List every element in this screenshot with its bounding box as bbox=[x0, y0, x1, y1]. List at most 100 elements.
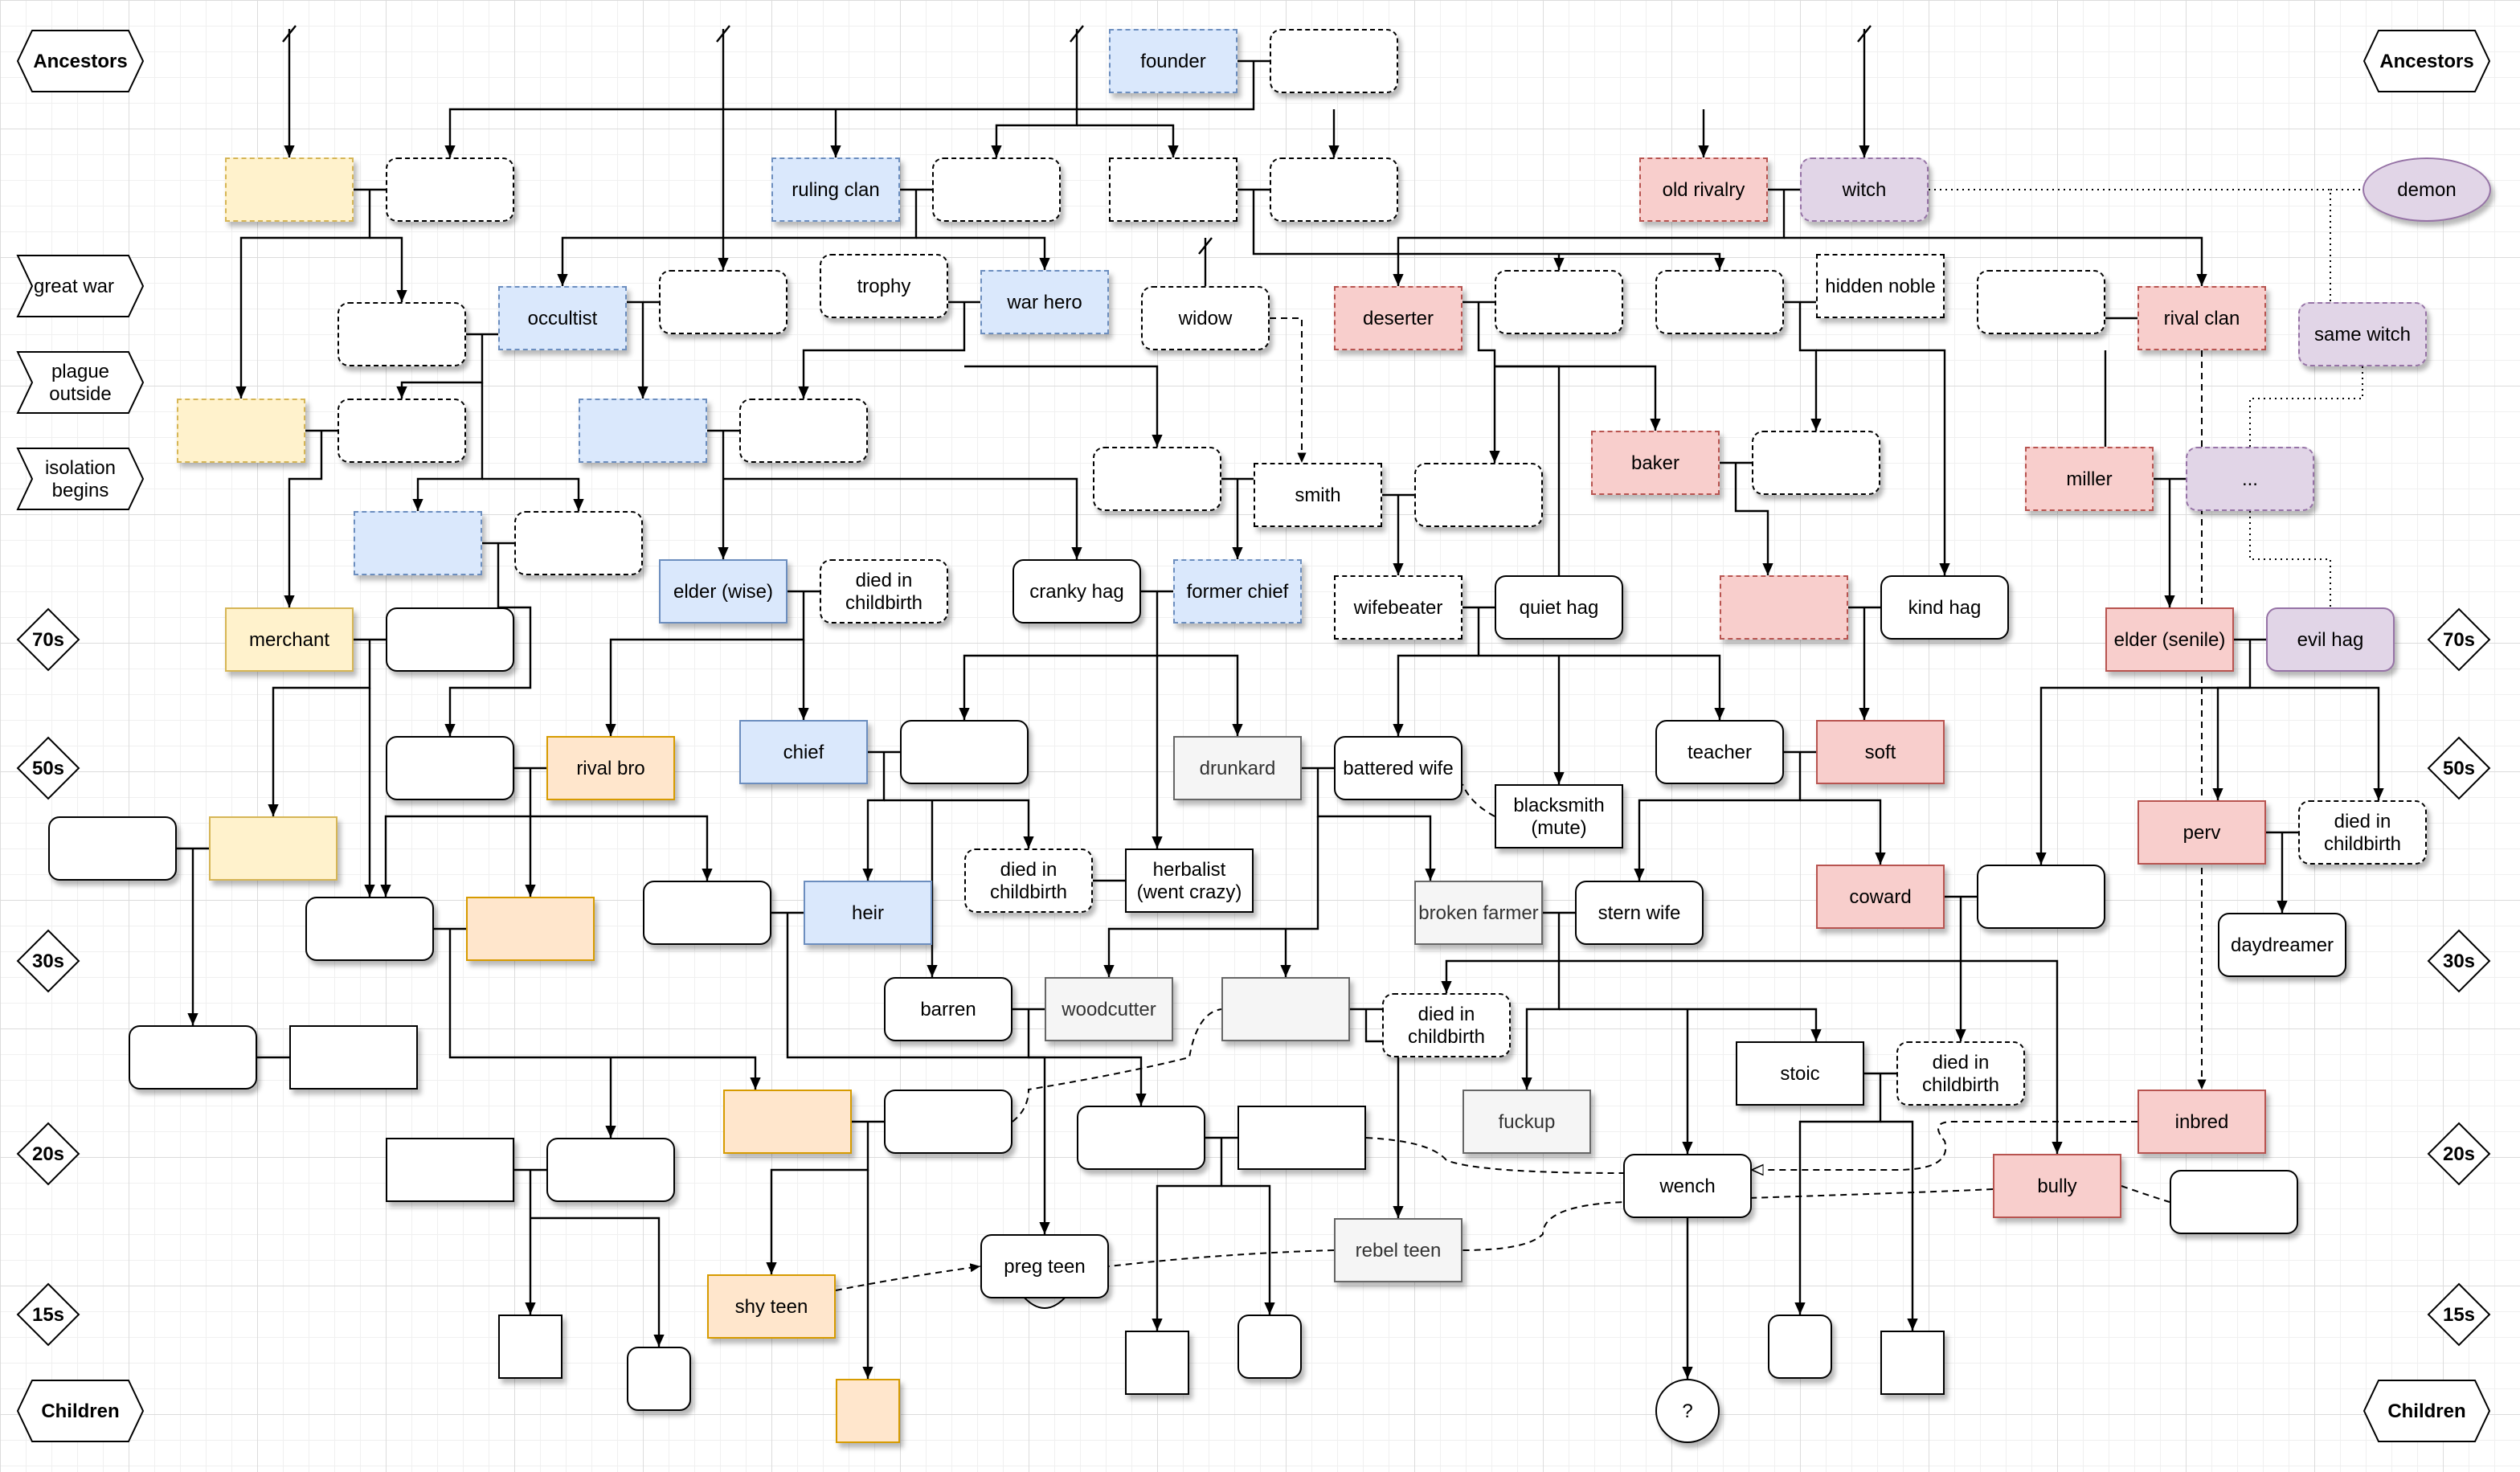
node-baker[interactable]: baker bbox=[1591, 431, 1720, 495]
node-stern-wife[interactable]: stern wife bbox=[1575, 881, 1704, 945]
node-died-childbirth-4[interactable]: died in childbirth bbox=[1382, 993, 1511, 1057]
node-spouse-6[interactable] bbox=[1495, 270, 1623, 334]
node-kind-hag[interactable]: kind hag bbox=[1880, 575, 2009, 640]
node-spouse-25[interactable] bbox=[2170, 1170, 2298, 1234]
node-smith[interactable]: smith bbox=[1254, 463, 1382, 527]
node-died-childbirth-1[interactable]: died in childbirth bbox=[820, 559, 948, 624]
node-deserter[interactable]: deserter bbox=[1334, 286, 1462, 350]
node-soft[interactable]: soft bbox=[1816, 720, 1945, 784]
node-bully[interactable]: bully bbox=[1993, 1154, 2121, 1218]
node-elder-wise[interactable]: elder (wise) bbox=[659, 559, 788, 624]
node-woodcutter[interactable]: woodcutter bbox=[1045, 977, 1173, 1041]
node-died-childbirth-2[interactable]: died in childbirth bbox=[2298, 800, 2427, 865]
node-sibling-4[interactable] bbox=[1238, 1106, 1366, 1170]
node-rival-clan[interactable]: rival clan bbox=[2138, 286, 2266, 350]
node-sibling-5[interactable] bbox=[386, 1138, 514, 1202]
node-rival-bro[interactable]: rival bro bbox=[546, 736, 675, 800]
node-elder-senile[interactable]: elder (senile) bbox=[2105, 607, 2234, 672]
node-merchant[interactable]: merchant bbox=[225, 607, 354, 672]
node-blacksmith[interactable]: blacksmith (mute) bbox=[1495, 784, 1623, 848]
node-orange-3[interactable] bbox=[723, 1090, 852, 1154]
node-spouse-23[interactable] bbox=[1077, 1106, 1205, 1170]
node-stoic[interactable]: stoic bbox=[1736, 1041, 1864, 1106]
node-chief[interactable]: chief bbox=[739, 720, 868, 784]
node-occultist[interactable]: occultist bbox=[498, 286, 627, 350]
node-cranky-hag[interactable]: cranky hag bbox=[1012, 559, 1141, 624]
node-yellow-2[interactable] bbox=[177, 399, 305, 463]
node-died-childbirth-5[interactable]: died in childbirth bbox=[1896, 1041, 2025, 1106]
node-spouse-18[interactable] bbox=[1977, 865, 2105, 929]
node-spouse-14[interactable] bbox=[386, 607, 514, 672]
node-sibling-1[interactable] bbox=[1109, 157, 1238, 222]
node-herbalist[interactable]: herbalist (went crazy) bbox=[1125, 848, 1254, 913]
node-spouse-1[interactable] bbox=[386, 157, 514, 222]
node-child-2[interactable] bbox=[627, 1347, 691, 1411]
node-former-chief[interactable]: former chief bbox=[1173, 559, 1302, 624]
node-wench[interactable]: wench bbox=[1623, 1154, 1752, 1218]
node-spouse-7[interactable] bbox=[1977, 270, 2105, 334]
node-preg-teen[interactable]: preg teen bbox=[980, 1234, 1109, 1298]
node-widow[interactable]: widow bbox=[1141, 286, 1270, 350]
node-spouse-16[interactable] bbox=[900, 720, 1029, 784]
node-sibling-2[interactable] bbox=[1655, 270, 1784, 334]
node-barren[interactable]: barren bbox=[884, 977, 1012, 1041]
node-yellow-ancestor[interactable] bbox=[225, 157, 354, 222]
node-spouse-2[interactable] bbox=[932, 157, 1061, 222]
node-red-4[interactable] bbox=[1720, 575, 1848, 640]
node-blue-2[interactable] bbox=[579, 399, 707, 463]
node-heir[interactable]: heir bbox=[804, 881, 932, 945]
node-sibling-3[interactable] bbox=[289, 1025, 418, 1090]
node-demon[interactable]: demon bbox=[2362, 157, 2491, 222]
node-spouse-20[interactable] bbox=[643, 881, 771, 945]
node-war-hero[interactable]: war hero bbox=[980, 270, 1109, 334]
node-child-6[interactable] bbox=[1768, 1315, 1832, 1379]
node-fuckup[interactable]: fuckup bbox=[1462, 1090, 1591, 1154]
node-perv[interactable]: perv bbox=[2138, 800, 2266, 865]
node-died-childbirth-3[interactable]: died in childbirth bbox=[964, 848, 1093, 913]
node-ellipsis[interactable]: ... bbox=[2186, 447, 2314, 511]
node-spouse-13[interactable] bbox=[514, 511, 643, 575]
node-orange-2[interactable] bbox=[466, 897, 595, 961]
node-witch[interactable]: witch bbox=[1800, 157, 1929, 222]
node-trophy[interactable]: trophy bbox=[820, 254, 948, 318]
node-spouse-21[interactable] bbox=[129, 1025, 257, 1090]
node-blue-3[interactable] bbox=[354, 511, 482, 575]
node-gray-3[interactable] bbox=[1221, 977, 1350, 1041]
node-spouse-8[interactable] bbox=[338, 399, 466, 463]
node-drunkard[interactable]: drunkard bbox=[1173, 736, 1302, 800]
node-coward[interactable]: coward bbox=[1816, 865, 1945, 929]
node-battered-wife[interactable]: battered wife bbox=[1334, 736, 1462, 800]
node-spouse-22[interactable] bbox=[884, 1090, 1012, 1154]
node-spouse-4[interactable] bbox=[338, 302, 466, 366]
node-broken-farmer[interactable]: broken farmer bbox=[1414, 881, 1543, 945]
node-child-4[interactable] bbox=[1125, 1331, 1189, 1395]
node-yellow-3[interactable] bbox=[209, 816, 338, 881]
node-evil-hag[interactable]: evil hag bbox=[2266, 607, 2395, 672]
node-child-7[interactable] bbox=[1880, 1331, 1945, 1395]
node-child-3[interactable] bbox=[836, 1379, 900, 1443]
node-spouse-12[interactable] bbox=[1752, 431, 1880, 495]
node-spouse-9[interactable] bbox=[739, 399, 868, 463]
node-spouse-19[interactable] bbox=[305, 897, 434, 961]
node-child-1[interactable] bbox=[498, 1315, 562, 1379]
node-same-witch[interactable]: same witch bbox=[2298, 302, 2427, 366]
node-founder-spouse[interactable] bbox=[1270, 29, 1398, 93]
node-ruling-clan[interactable]: ruling clan bbox=[771, 157, 900, 222]
node-spouse-15[interactable] bbox=[386, 736, 514, 800]
node-old-rivalry[interactable]: old rivalry bbox=[1639, 157, 1768, 222]
node-shy-teen[interactable]: shy teen bbox=[707, 1274, 836, 1339]
node-child-5[interactable] bbox=[1238, 1315, 1302, 1379]
node-teacher[interactable]: teacher bbox=[1655, 720, 1784, 784]
node-hidden-noble[interactable]: hidden noble bbox=[1816, 254, 1945, 318]
node-spouse-5[interactable] bbox=[659, 270, 788, 334]
node-inbred[interactable]: inbred bbox=[2138, 1090, 2266, 1154]
node-miller[interactable]: miller bbox=[2025, 447, 2154, 511]
node-spouse-10[interactable] bbox=[1093, 447, 1221, 511]
node-quiet-hag[interactable]: quiet hag bbox=[1495, 575, 1623, 640]
node-spouse-3[interactable] bbox=[1270, 157, 1398, 222]
node-rebel-teen[interactable]: rebel teen bbox=[1334, 1218, 1462, 1282]
node-spouse-11[interactable] bbox=[1414, 463, 1543, 527]
node-spouse-17[interactable] bbox=[48, 816, 177, 881]
node-founder[interactable]: founder bbox=[1109, 29, 1238, 93]
node-unknown-child[interactable]: ? bbox=[1655, 1379, 1720, 1443]
